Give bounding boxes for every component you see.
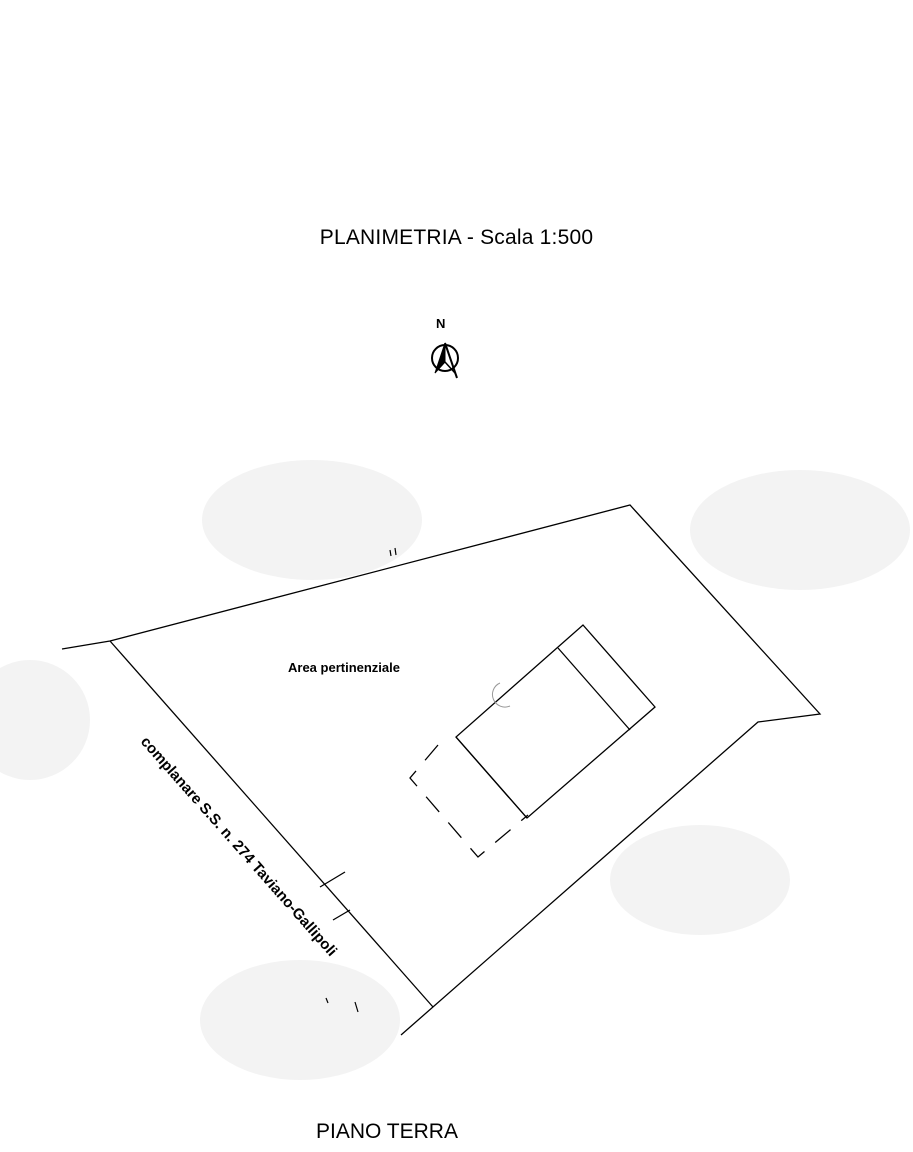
boundary-mark bbox=[389, 547, 397, 557]
plan-title: PLANIMETRIA - Scala 1:500 bbox=[319, 226, 594, 249]
north-arrow-icon bbox=[431, 342, 459, 379]
small-arc-mark bbox=[491, 682, 511, 708]
scan-smudges bbox=[0, 460, 910, 1080]
floor-label: PIANO TERRA bbox=[316, 1120, 458, 1143]
building-projection-dashed bbox=[409, 744, 529, 858]
area-label: Area pertinenziale bbox=[288, 660, 400, 675]
scan-artifacts bbox=[325, 997, 359, 1013]
lot-boundary bbox=[61, 504, 822, 1036]
road-label: complanare S.S. n. 274 Taviano-Gallipoli bbox=[137, 733, 340, 959]
north-label: N bbox=[436, 316, 446, 331]
building-footprint bbox=[455, 624, 656, 819]
